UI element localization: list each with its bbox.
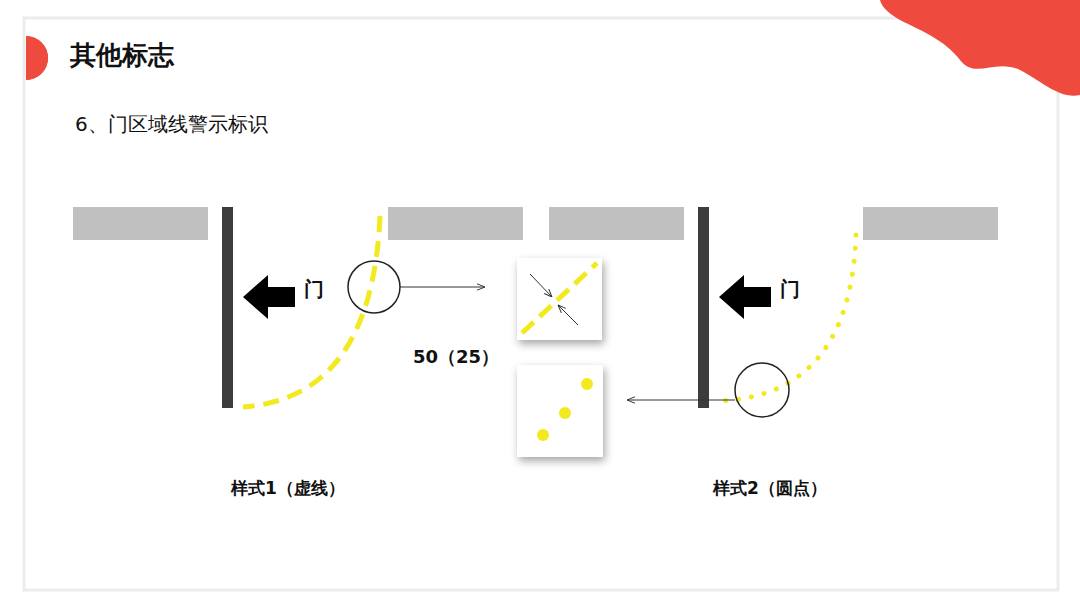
title-marker xyxy=(26,36,48,80)
style-caption: 样式2（圆点） xyxy=(713,478,827,498)
leader-line xyxy=(400,287,485,288)
style-caption: 样式1（虚线） xyxy=(231,478,345,498)
corner-blob xyxy=(880,0,1080,96)
door-leaf xyxy=(698,207,709,408)
dashed-detail xyxy=(522,263,597,333)
wall xyxy=(863,207,998,240)
dashed-swing-line xyxy=(243,216,380,407)
wall xyxy=(549,207,684,240)
door-leaf xyxy=(222,207,233,408)
door-arrow xyxy=(243,275,295,319)
door-label: 门 xyxy=(780,277,800,301)
detail-box xyxy=(517,258,602,340)
detail-circle xyxy=(348,261,400,313)
door-label: 门 xyxy=(304,277,324,301)
dot-detail xyxy=(581,378,593,390)
dot-detail xyxy=(559,407,571,419)
slide-frame xyxy=(24,18,1058,590)
dimension-arrow xyxy=(558,305,578,325)
leader-line xyxy=(627,400,735,401)
detail-box xyxy=(517,365,603,457)
door-arrow xyxy=(719,275,771,319)
title-marker xyxy=(26,36,48,80)
section-heading: 6、门区域线警示标识 xyxy=(75,112,268,136)
wall xyxy=(388,207,523,240)
slide-title: 其他标志 xyxy=(70,40,174,71)
wall xyxy=(73,207,208,240)
detail-circle xyxy=(735,363,789,417)
dot-detail xyxy=(537,429,549,441)
dimension-arrow xyxy=(530,274,552,297)
dimension-label: 50（25） xyxy=(413,346,499,368)
